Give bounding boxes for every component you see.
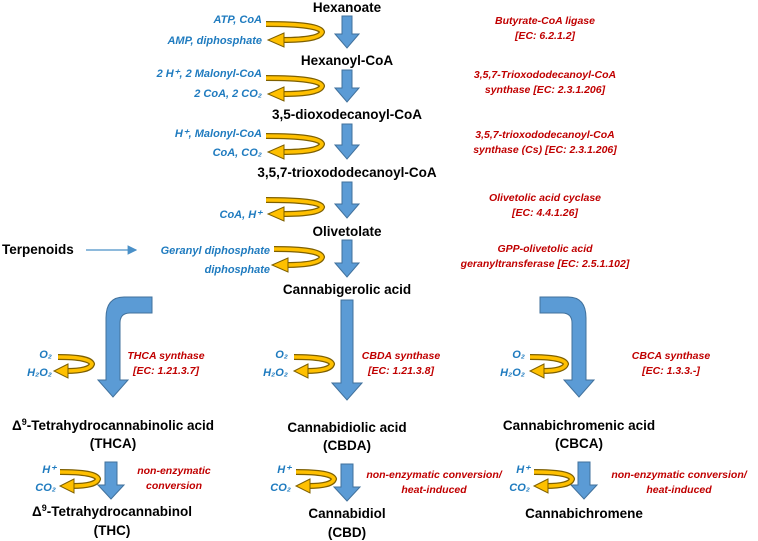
cofactor-cbd-h: H⁺	[277, 464, 292, 476]
enzyme-1-line1: Butyrate-CoA ligase	[495, 15, 595, 27]
compound-cbca-name: Cannabichromenic acid	[503, 418, 655, 433]
compound-olivetolate: Olivetolate	[312, 224, 382, 239]
curl-arrow-cbca	[528, 354, 570, 379]
compound-hexanoate: Hexanoate	[313, 0, 382, 15]
compound-thca-name: Δ9-Tetrahydrocannabinolic acid	[12, 417, 214, 433]
arrow-step2	[333, 69, 361, 103]
compound-cbda-abbr: (CBDA)	[323, 438, 371, 453]
compound-trioxododecanoyl-coa: 3,5,7-trioxododecanoyl-CoA	[257, 165, 437, 180]
enzyme-2-line2: synthase [EC: 2.3.1.206]	[485, 84, 606, 96]
curl-arrow-cbd	[294, 469, 338, 494]
arrow-step1	[333, 15, 361, 49]
cofactor-cbca-o2: O₂	[512, 349, 525, 361]
curl-arrow-step1	[265, 21, 326, 48]
enzyme-cbd-line2: heat-induced	[401, 484, 467, 496]
cofactor-step1-in: ATP, CoA	[213, 14, 263, 26]
enzyme-thca-line1: THCA synthase	[127, 350, 204, 362]
curl-arrow-thc	[58, 469, 102, 494]
compound-cannabigerolic-acid: Cannabigerolic acid	[283, 282, 411, 297]
cofactor-step2-out: 2 CoA, 2 CO₂	[193, 88, 262, 100]
curl-arrow-step3	[265, 133, 326, 160]
compound-cbc-name: Cannabichromene	[525, 506, 643, 521]
enzyme-cbd-line1: non-enzymatic conversion/	[366, 469, 502, 481]
arrow-step5	[333, 239, 361, 278]
arrow-cbca-to-cbc	[569, 461, 599, 500]
arrow-step4	[333, 181, 361, 219]
enzyme-3-line2: synthase (Cs) [EC: 2.3.1.206]	[473, 144, 617, 156]
arrow-cbda-to-cbd	[332, 463, 362, 502]
enzyme-thc-line1: non-enzymatic	[137, 465, 211, 477]
cofactor-step5-out: diphosphate	[205, 264, 270, 276]
compound-cbd-abbr: (CBD)	[328, 525, 366, 540]
enzyme-thc-line2: conversion	[146, 480, 202, 492]
curl-arrow-step5	[270, 246, 326, 273]
cofactor-cbc-h: H⁺	[516, 464, 531, 476]
enzyme-cbca-line1: CBCA synthase	[632, 350, 711, 362]
enzyme-3-line1: 3,5,7-trioxododecanoyl-CoA	[475, 129, 614, 141]
compound-thc-abbr: (THC)	[94, 523, 131, 538]
compound-cbca-abbr: (CBCA)	[555, 436, 603, 451]
enzyme-1-line2: [EC: 6.2.1.2]	[514, 30, 576, 42]
cofactor-step2-in: 2 H⁺, 2 Malonyl-CoA	[156, 68, 262, 80]
arrow-to-cbca	[539, 296, 596, 398]
cofactor-step5-in: Geranyl diphosphate	[161, 245, 270, 257]
cofactor-step3-in: H⁺, Malonyl-CoA	[175, 128, 262, 140]
curl-arrow-step2	[265, 75, 326, 102]
enzyme-cbc-line1: non-enzymatic conversion/	[611, 469, 747, 481]
cofactor-cbc-co2: CO₂	[509, 482, 530, 494]
compound-terpenoids: Terpenoids	[2, 242, 74, 257]
enzyme-2-line1: 3,5,7-Trioxododecanoyl-CoA	[474, 69, 616, 81]
enzyme-4-line1: Olivetolic acid cyclase	[489, 192, 601, 204]
arrow-to-cbda	[330, 299, 364, 401]
enzyme-4-line2: [EC: 4.4.1.26]	[511, 207, 578, 219]
cofactor-cbda-o2: O₂	[275, 349, 288, 361]
compound-cbda-name: Cannabidiolic acid	[287, 420, 406, 435]
cofactor-thca-o2: O₂	[39, 349, 52, 361]
arrow-thca-to-thc	[96, 461, 126, 500]
compound-thc-name: Δ9-Tetrahydrocannabinol	[32, 503, 192, 519]
curl-arrow-thca	[52, 354, 96, 379]
enzyme-cbda-line1: CBDA synthase	[362, 350, 441, 362]
compound-thca-abbr: (THCA)	[90, 436, 137, 451]
enzyme-5-line1: GPP-olivetolic acid	[497, 243, 593, 255]
compound-dioxodecanoyl-coa: 3,5-dioxodecanoyl-CoA	[272, 107, 422, 122]
cofactor-cbca-h2o2: H₂O₂	[500, 367, 525, 379]
cofactor-step3-out: CoA, CO₂	[213, 147, 262, 159]
cofactor-thc-co2: CO₂	[35, 482, 56, 494]
enzyme-cbda-line2: [EC: 1.21.3.8]	[367, 365, 434, 377]
cofactor-step4-out: CoA, H⁺	[220, 209, 264, 221]
enzyme-thca-line2: [EC: 1.21.3.7]	[132, 365, 199, 377]
enzyme-cbca-line2: [EC: 1.3.3.-]	[641, 365, 700, 377]
enzyme-5-line2: geranyltransferase [EC: 2.5.1.102]	[460, 258, 630, 270]
curl-arrow-step4	[265, 197, 326, 222]
curl-arrow-cbda	[292, 354, 336, 379]
cofactor-thca-h2o2: H₂O₂	[27, 367, 52, 379]
arrow-to-thca	[96, 296, 153, 398]
arrow-step3	[333, 123, 361, 160]
cofactor-cbda-h2o2: H₂O₂	[263, 367, 288, 379]
compound-cbd-name: Cannabidiol	[308, 506, 385, 521]
curl-arrow-cbc	[532, 469, 576, 494]
enzyme-cbc-line2: heat-induced	[646, 484, 712, 496]
compound-hexanoyl-coa: Hexanoyl-CoA	[301, 53, 394, 68]
cofactor-cbd-co2: CO₂	[270, 482, 291, 494]
cofactor-thc-h: H⁺	[42, 464, 57, 476]
cofactor-step1-out: AMP, diphosphate	[166, 35, 262, 47]
